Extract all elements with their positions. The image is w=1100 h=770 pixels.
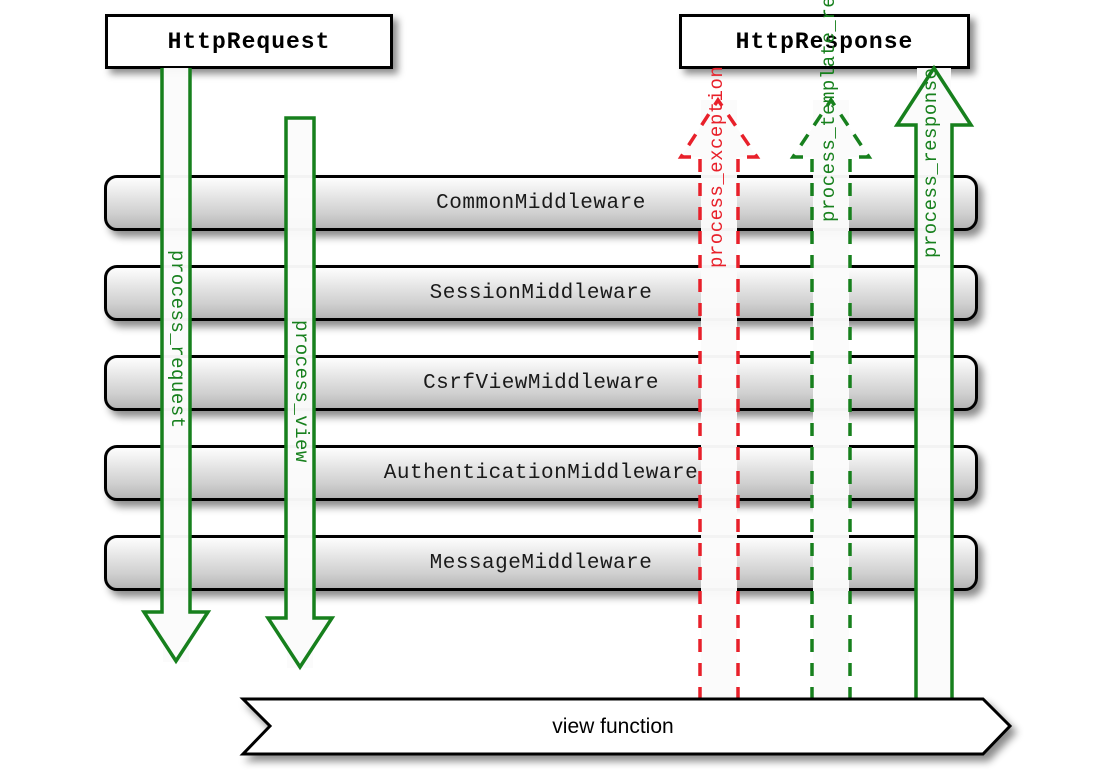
arrow-process-response (893, 64, 975, 700)
view-function-label: view function (552, 714, 674, 738)
arrow-process-template-response (789, 96, 873, 700)
arrow-process-request (140, 68, 212, 665)
middleware-label: CsrfViewMiddleware (423, 371, 659, 395)
middleware-label: MessageMiddleware (429, 551, 653, 575)
middleware-label: CommonMiddleware (436, 191, 646, 215)
http-request-box: HttpRequest (105, 14, 393, 69)
middleware-label: AuthenticationMiddleware (383, 461, 699, 485)
arrow-process-view (264, 116, 336, 671)
view-function-banner (239, 697, 1013, 756)
http-response-box: HttpResponse (679, 14, 970, 69)
middleware-label: SessionMiddleware (429, 281, 653, 305)
arrow-process-exception (677, 96, 761, 700)
view-function-label-wrap: view function (243, 699, 983, 754)
arrow-channels (144, 68, 971, 700)
http-response-label: HttpResponse (735, 28, 914, 55)
http-request-label: HttpRequest (167, 28, 331, 55)
